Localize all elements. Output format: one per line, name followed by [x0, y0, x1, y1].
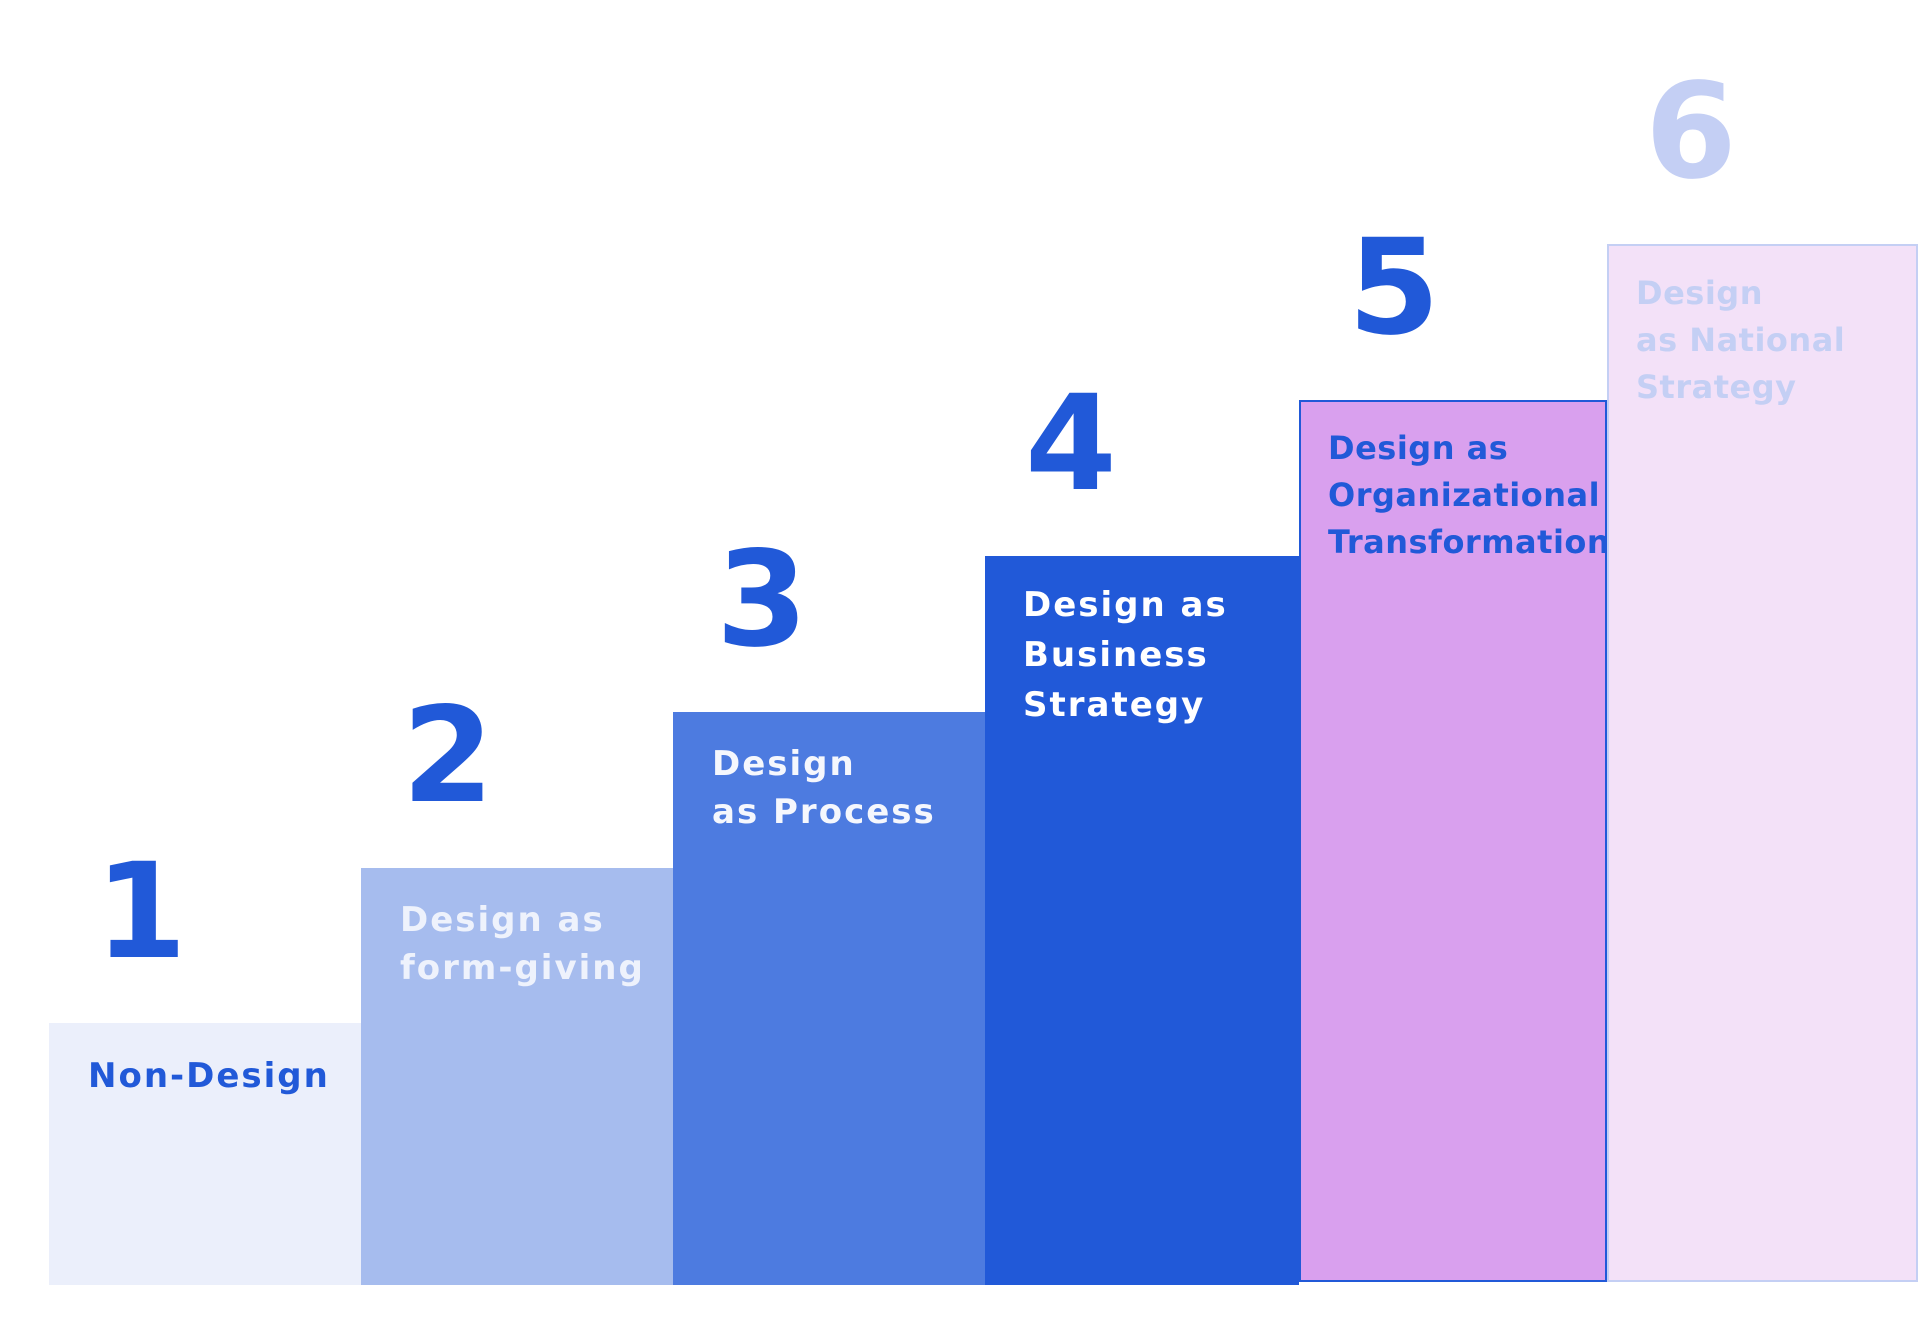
step-3-number: 3: [716, 523, 808, 677]
step-6-label: Design as National Strategy: [1636, 274, 1846, 406]
step-2-label: Design as form-giving: [400, 900, 645, 988]
step-1-label: Non-Design: [88, 1056, 330, 1096]
step-1-number: 1: [95, 835, 187, 989]
step-6-block: [1607, 244, 1918, 1282]
step-4-number: 4: [1025, 367, 1117, 521]
step-4-label: Design as Business Strategy: [1023, 585, 1228, 725]
step-2-block: [361, 868, 673, 1285]
step-5-number: 5: [1348, 211, 1440, 365]
step-6-number: 6: [1645, 55, 1737, 209]
step-3-label: Design as Process: [712, 744, 936, 832]
step-5-block: [1299, 400, 1607, 1282]
step-5-label: Design as Organizational Transformation: [1328, 429, 1611, 561]
step-1-block: [49, 1023, 361, 1285]
step-4-block: [985, 556, 1299, 1285]
step-3-block: [673, 712, 985, 1285]
step-2-number: 2: [402, 679, 494, 833]
